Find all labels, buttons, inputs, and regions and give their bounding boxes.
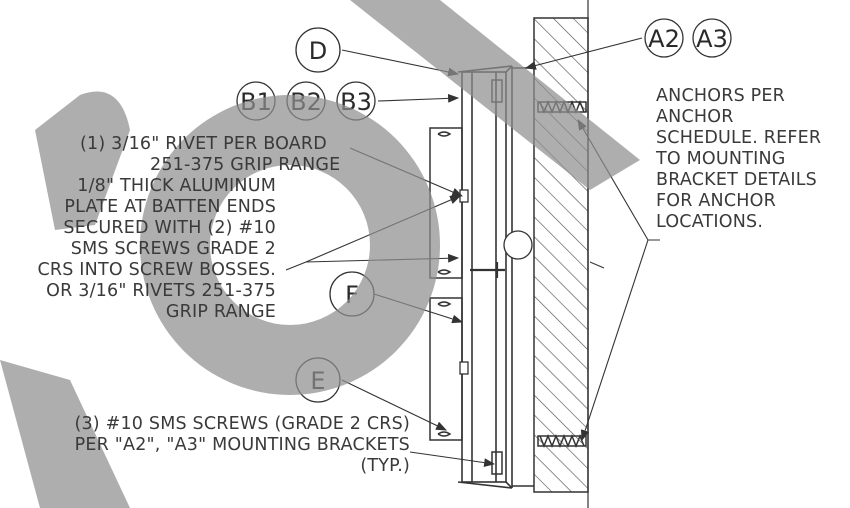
leader-a2a3 [524,37,643,70]
screws-note-line-2: PER "A2", "A3" MOUNTING BRACKETS [74,435,410,455]
screws-note: (3) #10 SMS SCREWS (GRADE 2 CRS) PER "A2… [74,414,410,477]
plate-note-line-5: CRS INTO SCREW BOSSES. [37,260,276,280]
rivet-note-line-1: (1) 3/16" RIVET PER BOARD [80,134,327,154]
anchor-note-line-5: BRACKET DETAILS [656,170,817,190]
callout-d: D [295,27,341,73]
anchor-note: ANCHORS PER ANCHOR SCHEDULE. REFER TO MO… [656,86,821,233]
plate-note-line-1: 1/8" THICK ALUMINUM [77,176,276,196]
plate-note-line-6: OR 3/16" RIVETS 251-375 [46,281,276,301]
anchor-note-line-4: TO MOUNTING [656,149,786,169]
svg-text:A2: A2 [648,25,680,53]
anchor-note-line-7: LOCATIONS. [656,212,764,232]
plate-note-line-3: SECURED WITH (2) #10 [63,218,276,238]
rivets [459,189,533,375]
callout-a3: A3 [692,18,732,58]
leader-b [377,93,460,103]
anchor-note-line-6: FOR ANCHOR [656,191,776,211]
plate-note: 1/8" THICK ALUMINUM PLATE AT BATTEN ENDS… [37,176,276,323]
void-watermark [0,0,640,508]
anchor-note-line-2: ANCHOR [656,107,734,127]
leader-screws [409,451,496,467]
rivet-note-line-2: 251-375 GRIP RANGE [150,155,341,175]
screws-note-line-1: (3) #10 SMS SCREWS (GRADE 2 CRS) [74,414,410,434]
plate-note-line-4: SMS SCREWS GRADE 2 [70,239,276,259]
callout-a2: A2 [644,18,684,58]
break-mark [589,261,605,269]
plate-note-line-7: GRIP RANGE [165,302,276,322]
anchor-note-line-1: ANCHORS PER [656,86,786,106]
plate-note-line-2: PLATE AT BATTEN ENDS [64,197,276,217]
leader-e [341,379,447,431]
rivet-note: (1) 3/16" RIVET PER BOARD 251-375 GRIP R… [80,134,340,176]
screws-note-line-3: (TYP.) [360,456,410,476]
panel-lower [429,297,463,441]
svg-text:D: D [309,37,327,65]
leader-anchor-bottom [580,239,649,442]
svg-text:A3: A3 [696,25,728,53]
anchor-note-line-3: SCHEDULE. REFER [656,128,822,148]
